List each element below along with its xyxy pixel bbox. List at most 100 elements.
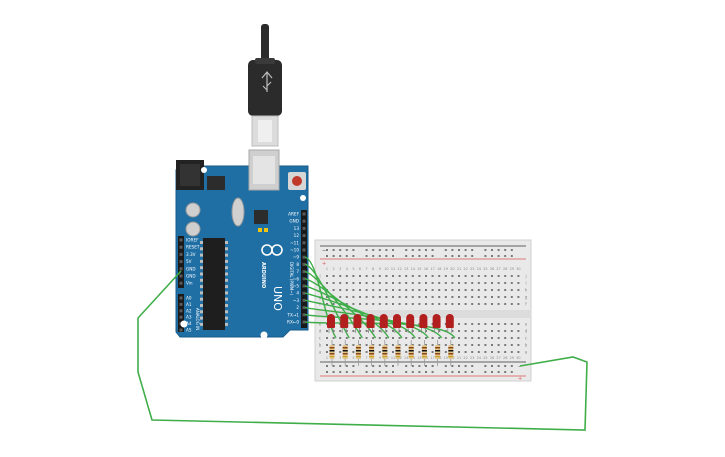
resistors[interactable] <box>329 340 454 366</box>
usb-cable-strain-relief <box>261 24 269 64</box>
digital-pin-label: 13 <box>294 226 300 231</box>
column-number: 15 <box>417 356 421 360</box>
red-led[interactable] <box>379 314 388 333</box>
red-led[interactable] <box>393 314 401 333</box>
power-pin-socket[interactable] <box>179 252 183 256</box>
resistor[interactable] <box>342 340 348 366</box>
digital-pin-label: 2 <box>296 305 299 310</box>
digital-pin-socket[interactable] <box>302 284 306 288</box>
red-led[interactable] <box>432 314 441 333</box>
column-number: 28 <box>503 356 507 360</box>
digital-pin-socket[interactable] <box>302 277 306 281</box>
voltage-regulator <box>207 176 225 190</box>
red-led[interactable] <box>327 314 335 333</box>
resistor[interactable] <box>382 340 388 366</box>
analog-pin-socket[interactable] <box>179 296 183 300</box>
digital-label: DIGITAL (PWM~) <box>289 262 294 296</box>
power-pin-label: RESET <box>186 245 200 250</box>
signal-wire[interactable] <box>304 306 430 339</box>
power-pin-label: IOREF <box>186 238 199 243</box>
usb-cable[interactable] <box>248 24 282 147</box>
red-led[interactable] <box>366 314 375 333</box>
column-number: 15 <box>417 267 421 271</box>
column-number: 13 <box>404 267 408 271</box>
digital-pin-socket[interactable] <box>302 270 306 274</box>
power-pin-socket[interactable] <box>179 267 183 271</box>
red-led[interactable] <box>353 314 362 333</box>
digital-pin-socket[interactable] <box>302 291 306 295</box>
resistor[interactable] <box>421 340 427 366</box>
capacitor-1 <box>185 202 201 218</box>
resistor[interactable] <box>408 340 414 366</box>
digital-pin-socket[interactable] <box>302 320 306 324</box>
signal-wire[interactable] <box>304 285 390 339</box>
resistor[interactable] <box>448 340 454 366</box>
digital-pin-socket[interactable] <box>302 306 306 310</box>
analog-pin-socket[interactable] <box>179 309 183 313</box>
digital-pin-socket[interactable] <box>302 262 306 266</box>
row-letter: h <box>525 288 528 293</box>
digital-pin-socket[interactable] <box>302 212 306 216</box>
column-number: 6 <box>359 267 361 271</box>
digital-pin-label: ~6 <box>293 276 300 281</box>
column-number: 8 <box>372 267 374 271</box>
digital-pin-socket[interactable] <box>302 241 306 245</box>
power-pin-socket[interactable] <box>179 245 183 249</box>
column-number: 24 <box>477 267 481 271</box>
column-number: 9 <box>379 267 381 271</box>
digital-pin-socket[interactable] <box>302 226 306 230</box>
ground-wire[interactable] <box>137 270 588 431</box>
analog-pin-socket[interactable] <box>179 315 183 319</box>
digital-pin-socket[interactable] <box>302 219 306 223</box>
resistor[interactable] <box>329 340 335 366</box>
row-letter: b <box>319 343 322 348</box>
power-pin-label: 3.3V <box>186 252 196 257</box>
capacitor-2 <box>185 221 201 237</box>
column-number: 25 <box>483 267 487 271</box>
column-number: 19 <box>444 356 448 360</box>
column-number: 22 <box>463 267 467 271</box>
row-letter: f <box>525 302 527 307</box>
analog-pin-label: A3 <box>186 315 192 320</box>
signal-wire[interactable] <box>304 292 403 339</box>
resistor[interactable] <box>435 340 441 366</box>
digital-pin-socket[interactable] <box>302 255 306 259</box>
red-led[interactable] <box>419 314 428 333</box>
digital-pin-socket[interactable] <box>302 298 306 302</box>
digital-pin-socket[interactable] <box>302 313 306 317</box>
breadboard[interactable]: − + − + 11223344556677889910101111121213… <box>314 239 532 382</box>
arduino-uno-board[interactable]: ARDUINO UNO DIGITAL (PWM~) ANALOG IN ARE… <box>175 149 309 339</box>
digital-pin-label: ~5 <box>293 284 300 289</box>
resistor[interactable] <box>355 340 361 366</box>
analog-pin-label: A1 <box>186 302 192 307</box>
digital-pin-socket[interactable] <box>302 248 306 252</box>
digital-pin-socket[interactable] <box>302 234 306 238</box>
analog-pin-label: A0 <box>186 296 192 301</box>
column-number: 30 <box>516 267 520 271</box>
column-number: 7 <box>366 356 368 360</box>
row-letter: i <box>525 281 526 286</box>
red-led[interactable] <box>445 314 454 333</box>
analog-pin-socket[interactable] <box>179 328 183 332</box>
resistor[interactable] <box>395 340 401 366</box>
power-pin-socket[interactable] <box>179 281 183 285</box>
column-number: 1 <box>326 356 328 360</box>
power-pin-socket[interactable] <box>179 238 183 242</box>
power-pin-socket[interactable] <box>179 274 183 278</box>
bottom-rail-minus-label: − <box>518 364 522 370</box>
top-rail-plus-label: + <box>322 261 326 267</box>
red-led[interactable] <box>340 314 349 333</box>
row-letter: a <box>525 350 528 355</box>
analog-pin-socket[interactable] <box>179 302 183 306</box>
resistor[interactable] <box>369 340 375 366</box>
row-letter: d <box>525 329 528 334</box>
arduino-brand-text: ARDUINO <box>260 262 266 288</box>
arduino-logo <box>261 244 283 256</box>
signal-wire[interactable] <box>304 256 337 339</box>
red-led[interactable] <box>406 314 415 333</box>
power-pin-socket[interactable] <box>179 260 183 264</box>
leds[interactable] <box>327 314 454 333</box>
